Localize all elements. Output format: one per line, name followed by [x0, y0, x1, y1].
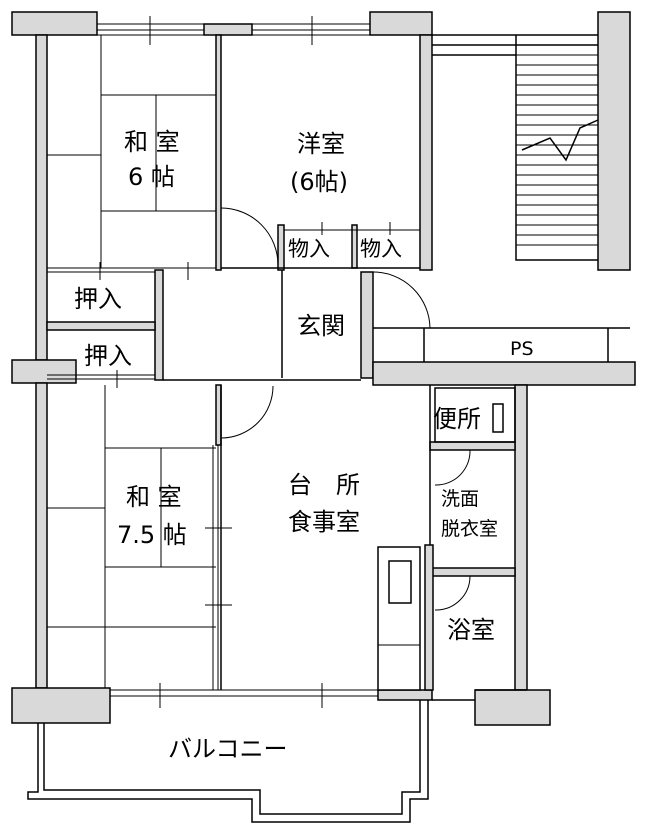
room-label-dining: 食事室 [288, 508, 360, 536]
room-label-washitsu75-size: 7.5 帖 [117, 521, 187, 549]
room-label-youshitsu: 洋室 [297, 130, 345, 158]
room-label-toilet: 便所 [433, 405, 481, 433]
room-label-youshitsu-size: (6帖) [290, 168, 348, 196]
tatami-lines [47, 35, 216, 688]
doors [220, 207, 504, 611]
room-label-washitsu75: 和 室 [126, 483, 182, 511]
room-label-washitsu6: 和 室 [124, 128, 180, 156]
interior-lines [163, 34, 630, 701]
kitchen-counter [377, 546, 421, 691]
walls [11, 11, 636, 726]
room-label-dressing-room: 脱衣室 [441, 518, 498, 540]
room-label-storage-1: 物入 [288, 237, 330, 261]
balcony [27, 700, 429, 823]
room-label-washitsu6-size: 6 帖 [128, 163, 175, 191]
room-label-closet-2: 押入 [84, 342, 132, 370]
room-label-washroom: 洗面 [441, 488, 479, 510]
room-label-bath: 浴室 [447, 616, 495, 644]
room-label-storage-2: 物入 [360, 237, 402, 261]
room-label-balcony: バルコニー [168, 735, 288, 763]
room-label-closet-1: 押入 [74, 285, 122, 313]
room-label-kitchen: 台 所 [288, 471, 360, 499]
room-label-entrance: 玄関 [297, 312, 345, 340]
room-label-ps: PS [510, 338, 534, 360]
